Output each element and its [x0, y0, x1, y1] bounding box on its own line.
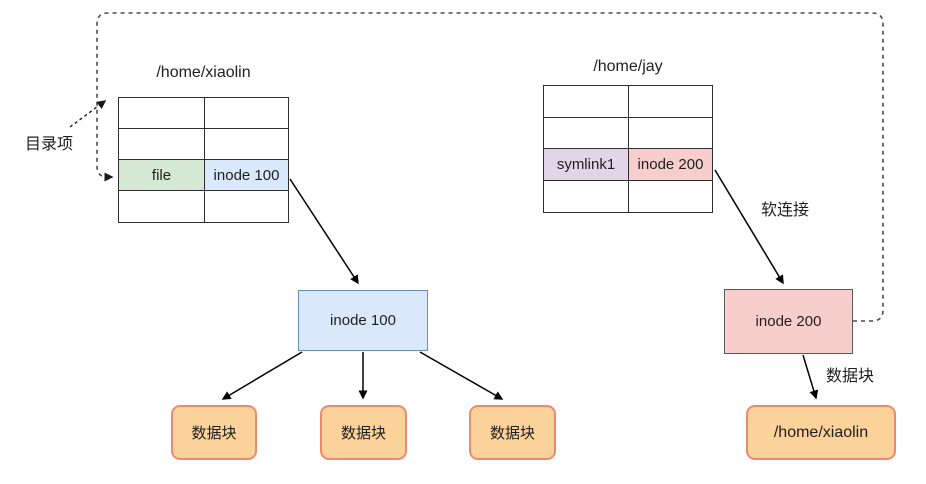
table-cell: [544, 86, 629, 118]
data-block-node-1: 数据块: [171, 405, 257, 460]
table-cell: [544, 117, 629, 149]
table-cell: [119, 98, 205, 129]
symlink-inode-cell: inode 200: [629, 149, 712, 181]
arrow-cell-to-inode200: [714, 169, 784, 285]
file-name-cell: file: [119, 160, 205, 191]
table-cell: [629, 86, 712, 118]
table-cell: [629, 118, 712, 149]
table-cell: [205, 98, 288, 129]
inode-200-node: inode 200: [724, 289, 853, 354]
left-table-title: /home/xiaolin: [156, 64, 251, 81]
left-directory-table: file inode 100: [118, 97, 289, 223]
symlink-name-cell: symlink1: [544, 149, 629, 181]
inode-100-node: inode 100: [298, 290, 428, 351]
data-block-node-3: 数据块: [469, 405, 556, 460]
right-table-title: /home/jay: [593, 58, 663, 75]
data-block-edge-label: 数据块: [826, 368, 875, 385]
arrow-cell-to-inode100: [289, 178, 359, 285]
table-cell: [205, 191, 288, 222]
soft-link-label: 软连接: [761, 202, 810, 219]
file-inode-cell: inode 100: [205, 160, 288, 191]
directory-entry-label: 目录项: [25, 136, 74, 153]
directory-entry-dashed-arrow: [69, 100, 107, 128]
table-cell: [205, 129, 288, 160]
arrow-inode100-to-block1: [221, 351, 303, 400]
table-cell: [544, 180, 629, 212]
table-cell: [629, 181, 712, 213]
right-directory-table: symlink1 inode 200: [543, 85, 713, 213]
symlink-target-path-node: /home/xiaolin: [746, 405, 896, 460]
data-block-node-2: 数据块: [320, 405, 407, 460]
arrow-inode200-to-target: [802, 354, 819, 400]
table-cell: [119, 191, 205, 222]
arrow-inode100-to-block3: [419, 351, 504, 400]
table-cell: [119, 129, 205, 160]
